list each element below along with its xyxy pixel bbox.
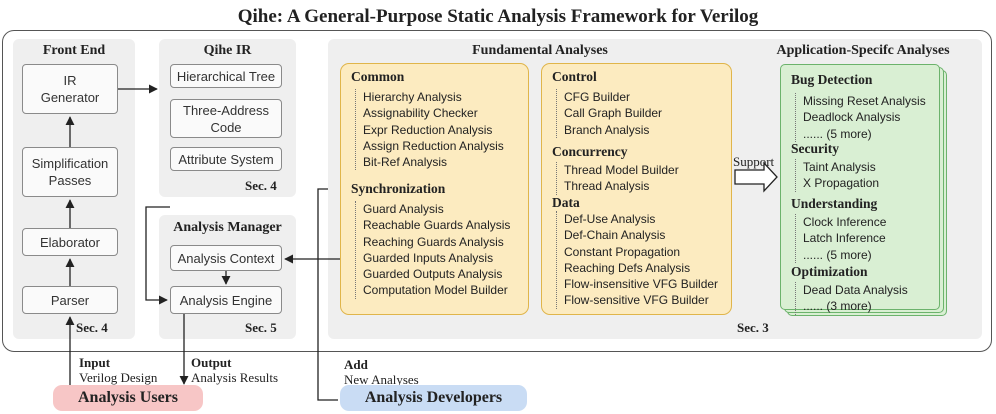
list-item: ...... (5 more) [803, 247, 872, 262]
line-developers-add [317, 188, 338, 401]
list-item: Guard Analysis [363, 202, 444, 216]
support-arrow [734, 161, 778, 193]
output-sub: Analysis Results [191, 370, 279, 385]
list-item: Thread Model Builder [564, 163, 679, 177]
list-item: CFG Builder [564, 90, 631, 104]
group-concurrency-title: Concurrency [552, 144, 628, 159]
list-item: Reaching Defs Analysis [564, 260, 691, 275]
ir-generator-box: IR Generator [22, 64, 118, 114]
fundamental-left-box: Common Hierarchy Analysis Assignability … [340, 63, 529, 315]
list-item: ...... (5 more) [803, 126, 872, 141]
list-item: Expr Reduction Analysis [363, 122, 493, 137]
fundamental-sec: Sec. 3 [737, 320, 769, 335]
group-bug-detection-title: Bug Detection [791, 72, 873, 87]
list-item: Reachable Guards Analysis [363, 218, 511, 233]
list-item: ...... (3 more) [803, 299, 872, 314]
group-optimization-title: Optimization [791, 264, 868, 279]
group-common-list: Hierarchy Analysis Assignability Checker… [355, 89, 504, 171]
analysis-manager-title: Analysis Manager [173, 220, 282, 235]
group-optimization-list: Dead Data Analysis ...... (3 more) [795, 282, 908, 315]
list-item: Dead Data Analysis [803, 283, 908, 297]
input-sub: Verilog Design [79, 370, 158, 385]
analysis-engine-box: Analysis Engine [170, 286, 282, 314]
list-item: Bit-Ref Analysis [363, 155, 448, 170]
framework-frame [2, 30, 992, 352]
group-synchronization-list: Guard Analysis Reachable Guards Analysis… [355, 201, 510, 299]
list-item: Flow-sensitive VFG Builder [564, 293, 709, 308]
list-item: Guarded Outputs Analysis [363, 267, 503, 282]
list-item: Computation Model Builder [363, 283, 508, 298]
list-item: Deadlock Analysis [803, 110, 901, 125]
fundamental-title: Fundamental Analyses [472, 43, 608, 58]
front-end-title: Front End [42, 43, 106, 58]
arrow-ir-to-engine [145, 206, 170, 305]
group-understanding-list: Clock Inference Latch Inference ...... (… [795, 214, 886, 263]
elaborator-box: Elaborator [22, 228, 118, 256]
group-synchronization-title: Synchronization [351, 181, 446, 196]
group-understanding-title: Understanding [791, 196, 878, 211]
hierarchical-tree-box: Hierarchical Tree [170, 64, 282, 88]
group-control-title: Control [552, 69, 597, 84]
group-bug-detection-list: Missing Reset Analysis Deadlock Analysis… [795, 93, 926, 142]
analysis-developers-pill: Analysis Developers [340, 385, 527, 411]
three-address-code-box: Three-Address Code [170, 99, 282, 138]
group-security-list: Taint Analysis X Propagation [795, 159, 879, 192]
list-item: Def-Chain Analysis [564, 228, 666, 243]
list-item: Latch Inference [803, 231, 886, 246]
qihe-ir-title: Qihe IR [203, 43, 252, 58]
list-item: Flow-insensitive VFG Builder [564, 277, 719, 292]
list-item: Reaching Guards Analysis [363, 234, 504, 249]
group-concurrency-list: Thread Model Builder Thread Analysis [556, 162, 679, 195]
list-item: X Propagation [803, 176, 880, 191]
list-item: Constant Propagation [564, 244, 681, 259]
list-item: Hierarchy Analysis [363, 90, 462, 104]
list-item: Call Graph Builder [564, 106, 663, 121]
list-item: Assignability Checker [363, 106, 478, 121]
fundamental-right-box: Control CFG Builder Call Graph Builder B… [541, 63, 732, 315]
analysis-users-pill: Analysis Users [53, 385, 203, 411]
group-control-list: CFG Builder Call Graph Builder Branch An… [556, 89, 662, 138]
add-sub: New Analyses [344, 372, 419, 387]
list-item: Clock Inference [803, 215, 887, 229]
diagram-title: Qihe: A General-Purpose Static Analysis … [237, 6, 759, 27]
list-item: Assign Reduction Analysis [363, 138, 504, 153]
application-box: Bug Detection Missing Reset Analysis Dea… [780, 64, 940, 315]
output-title: Output [191, 355, 232, 370]
list-item: Def-Use Analysis [564, 212, 656, 226]
list-item: Taint Analysis [803, 160, 876, 174]
application-title: Application-Specifc Analyses [776, 43, 950, 58]
group-data-title: Data [552, 195, 580, 210]
simplification-passes-box: Simplification Passes [22, 147, 118, 197]
list-item: Branch Analysis [564, 122, 650, 137]
parser-box: Parser [22, 286, 118, 314]
add-title: Add [344, 357, 368, 372]
list-item: Guarded Inputs Analysis [363, 250, 494, 265]
group-common-title: Common [351, 69, 405, 84]
analysis-context-box: Analysis Context [170, 245, 282, 271]
list-item: Thread Analysis [564, 179, 650, 194]
group-security-title: Security [791, 141, 839, 156]
analysis-manager-sec: Sec. 5 [245, 320, 277, 335]
front-end-sec: Sec. 4 [76, 320, 108, 335]
list-item: Missing Reset Analysis [803, 94, 926, 108]
attribute-system-box: Attribute System [170, 147, 282, 171]
input-title: Input [79, 355, 111, 370]
qihe-ir-sec: Sec. 4 [245, 178, 277, 193]
group-data-list: Def-Use Analysis Def-Chain Analysis Cons… [556, 211, 718, 309]
